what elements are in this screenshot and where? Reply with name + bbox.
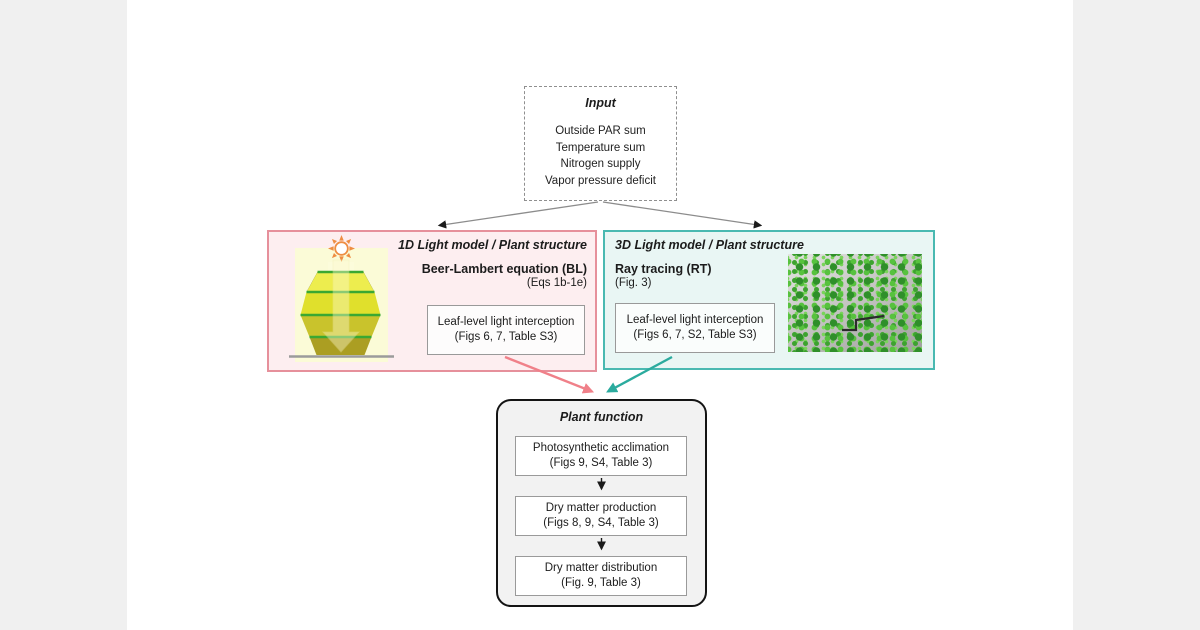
input-title: Input: [585, 96, 616, 110]
step-line1: Dry matter production: [545, 502, 657, 514]
model-1d-method: Beer-Lambert equation (BL): [421, 262, 587, 276]
step-line1: Dry matter distribution: [544, 562, 658, 574]
1d-plant-illustration: [289, 235, 394, 362]
model-3d-box: 3D Light model / Plant structure Ray tra…: [603, 230, 935, 370]
input-item-list: Outside PAR sum Temperature sum Nitrogen…: [525, 123, 676, 189]
model-1d-title: 1D Light model / Plant structure: [398, 238, 587, 252]
model-3d-output-line2: (Figs 6, 7, S2, Table S3): [633, 329, 757, 341]
model-1d-header: 1D Light model / Plant structure Beer-La…: [398, 238, 587, 289]
step-line2: (Fig. 9, Table 3): [561, 577, 641, 589]
input-item: Nitrogen supply: [560, 158, 641, 170]
input-item: Vapor pressure deficit: [544, 174, 656, 187]
model-3d-header: 3D Light model / Plant structure Ray tra…: [615, 238, 804, 289]
plant-function-step-photosynthetic-acclimation: Photosynthetic acclimation (Figs 9, S4, …: [515, 436, 687, 476]
plant-function-title: Plant function: [559, 410, 644, 424]
model-3d-output-box: Leaf-level light interception (Figs 6, 7…: [615, 303, 775, 353]
input-box: Input Outside PAR sum Temperature sum Ni…: [524, 86, 677, 201]
step-line2: (Figs 9, S4, Table 3): [549, 457, 653, 469]
model-1d-output-line1: Leaf-level light interception: [437, 316, 575, 328]
canopy-bracket-line: [842, 314, 885, 332]
model-3d-output-line1: Leaf-level light interception: [626, 314, 764, 326]
model-1d-output-box: Leaf-level light interception (Figs 6, 7…: [427, 305, 585, 355]
model-3d-title: 3D Light model / Plant structure: [615, 238, 804, 252]
layered-crop-graphic: [289, 259, 394, 358]
plant-function-step-dry-matter-distribution: Dry matter distribution (Fig. 9, Table 3…: [515, 556, 687, 596]
sun-icon: [328, 235, 355, 262]
input-item: Outside PAR sum: [555, 125, 646, 137]
input-item: Temperature sum: [555, 141, 646, 154]
plant-function-step-dry-matter-production: Dry matter production (Figs 8, 9, S4, Ta…: [515, 496, 687, 536]
model-1d-box: 1D Light model / Plant structure Beer-La…: [267, 230, 597, 372]
step-line1: Photosynthetic acclimation: [532, 442, 670, 454]
model-1d-output-line2: (Figs 6, 7, Table S3): [454, 331, 558, 343]
model-3d-method: Ray tracing (RT): [615, 262, 712, 276]
3d-canopy-image: [788, 254, 922, 352]
model-1d-method-ref: (Eqs 1b-1e): [526, 277, 587, 289]
model-3d-method-ref: (Fig. 3): [615, 277, 652, 289]
plant-function-box: Plant function Photosynthetic acclimatio…: [496, 399, 707, 607]
step-line2: (Figs 8, 9, S4, Table 3): [543, 517, 659, 529]
